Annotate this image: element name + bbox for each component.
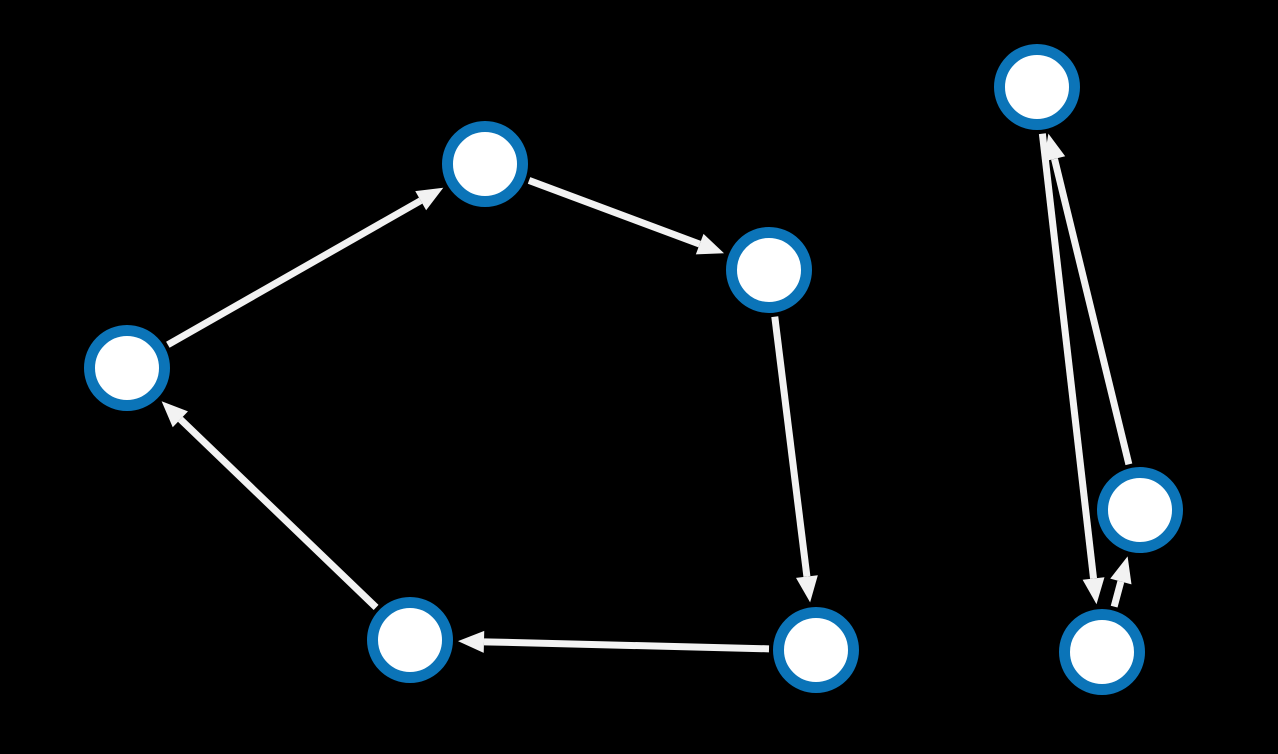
graph-edge[interactable] [1110,556,1132,608]
edge-line [483,638,770,653]
graph-node[interactable] [367,597,453,683]
graph-edge[interactable] [771,316,818,603]
edge-line [527,177,701,248]
graph-node[interactable] [726,227,812,313]
node-circle [367,597,453,683]
graph-node[interactable] [1059,609,1145,695]
edge-line [166,197,423,348]
edge-arrowhead-icon [161,401,188,428]
node-circle [1059,609,1145,695]
graph-edge[interactable] [166,187,444,348]
nodes-layer [84,44,1183,695]
graph-node[interactable] [442,121,528,207]
node-circle [1097,467,1183,553]
graph-edge[interactable] [457,630,770,653]
edge-line [1110,580,1125,608]
node-circle [773,607,859,693]
node-circle [726,227,812,313]
graph-node[interactable] [84,325,170,411]
edge-arrowhead-icon [796,575,818,603]
edge-arrowhead-icon [415,187,444,211]
edge-arrowhead-icon [1082,577,1105,605]
edge-arrowhead-icon [1110,556,1132,585]
node-circle [442,121,528,207]
edge-arrowhead-icon [1043,133,1066,162]
edge-arrowhead-icon [695,233,725,255]
graph-node[interactable] [1097,467,1183,553]
graph-edge[interactable] [161,401,379,610]
graph-node[interactable] [994,44,1080,130]
edge-arrowhead-icon [457,630,485,653]
edges-layer [161,133,1133,653]
edge-line [771,316,811,577]
graph-node[interactable] [773,607,859,693]
edge-line [1038,133,1098,579]
graph-edge[interactable] [527,177,725,255]
graph-edge[interactable] [1038,133,1105,605]
edge-line [177,416,379,610]
edge-line [1051,158,1133,466]
node-circle [994,44,1080,130]
graph-edge[interactable] [1043,133,1133,466]
node-circle [84,325,170,411]
